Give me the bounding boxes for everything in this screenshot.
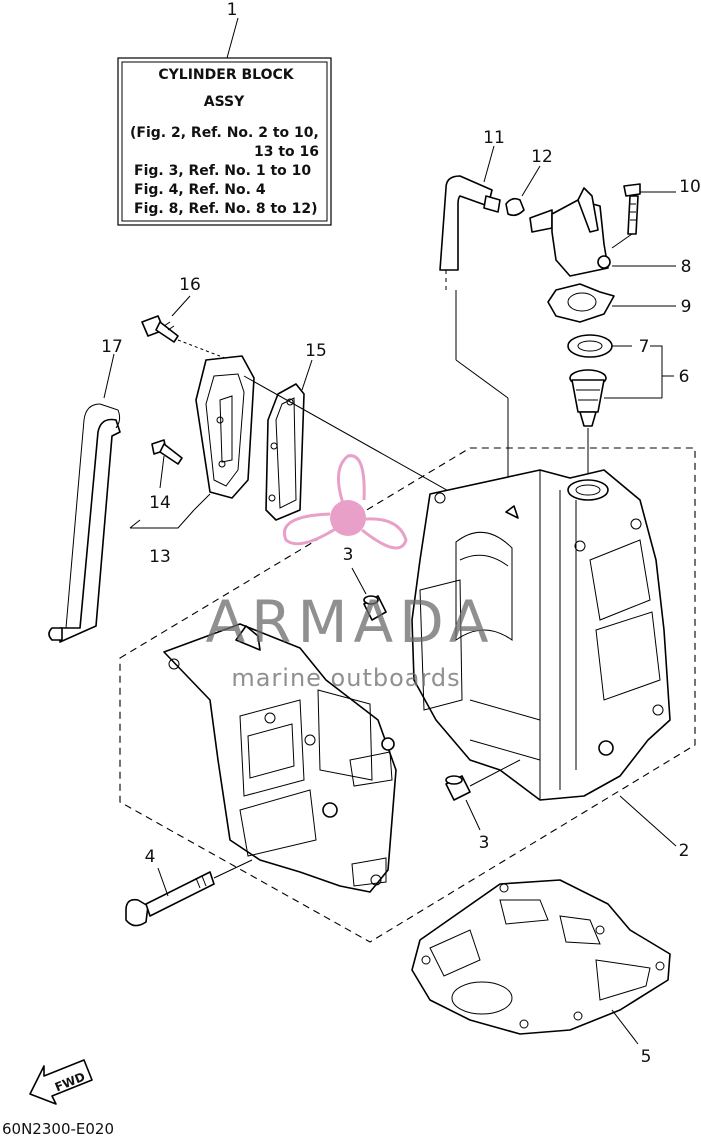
part-label-16: 16 — [179, 275, 201, 295]
part-label-2: 2 — [679, 841, 690, 861]
callout-line-3: Fig. 3, Ref. No. 1 to 10 — [134, 163, 311, 179]
part-label-12: 12 — [531, 147, 553, 167]
part-label-17: 17 — [101, 337, 123, 357]
callout-title-line2: ASSY — [204, 94, 245, 110]
part-label-8: 8 — [681, 257, 692, 277]
part-label-4: 4 — [145, 847, 156, 867]
armada-watermark: ARMADA marine outboards — [205, 454, 494, 692]
assembly-callout-box: 1 CYLINDER BLOCK ASSY (Fig. 2, Ref. No. … — [117, 0, 332, 226]
seal-7: 7 — [567, 334, 650, 358]
bolt-16: 16 — [141, 275, 231, 361]
clip-12: 12 — [505, 147, 553, 217]
bolt-4: 4 — [125, 847, 253, 927]
part-label-13: 13 — [149, 547, 171, 567]
propeller-logo — [283, 454, 408, 550]
cover-13: 13 — [129, 355, 255, 567]
hose-11: 11 — [439, 128, 509, 512]
dowel-pin-3a: 3 — [343, 545, 387, 621]
watermark-brand: ARMADA — [205, 588, 494, 656]
part-label-3a: 3 — [343, 545, 354, 565]
callout-line-2: 13 to 16 — [254, 144, 319, 160]
fwd-arrow: FWD — [29, 1059, 93, 1105]
bolt-10: 10 — [611, 177, 701, 249]
part-label-9: 9 — [681, 297, 692, 317]
callout-line-4: Fig. 4, Ref. No. 4 — [134, 182, 266, 198]
callout-title-line1: CYLINDER BLOCK — [158, 67, 294, 83]
thermostat-6: 6 — [569, 345, 690, 492]
part-label-1: 1 — [227, 0, 238, 20]
cylinder-head-assembly — [163, 623, 397, 893]
part-label-5: 5 — [641, 1047, 652, 1067]
watermark-tagline: marine outboards — [231, 664, 460, 692]
part-label-6: 6 — [679, 367, 690, 387]
callout-line-1: (Fig. 2, Ref. No. 2 to 10, — [130, 125, 319, 141]
hose-17: 17 — [48, 337, 123, 643]
bolt-14: 14 — [149, 439, 183, 513]
part-label-10: 10 — [679, 177, 701, 197]
gasket-9: 9 — [547, 283, 692, 323]
cylinder-block-2: 2 — [411, 469, 690, 861]
dowel-pin-3b: 3 — [445, 759, 521, 853]
part-label-3b: 3 — [479, 833, 490, 853]
part-label-14: 14 — [149, 493, 171, 513]
diagram-code: 60N2300-E020 — [2, 1120, 114, 1138]
part-label-7: 7 — [639, 337, 650, 357]
part-label-15: 15 — [305, 341, 327, 361]
callout-line-5: Fig. 8, Ref. No. 8 to 12) — [134, 201, 318, 217]
part-label-11: 11 — [483, 128, 505, 148]
assembly-dashed-outline — [119, 447, 696, 943]
gasket-15: 15 — [243, 341, 501, 521]
gasket-5: 5 — [411, 879, 671, 1067]
thermostat-cover-8: 8 — [529, 187, 692, 277]
